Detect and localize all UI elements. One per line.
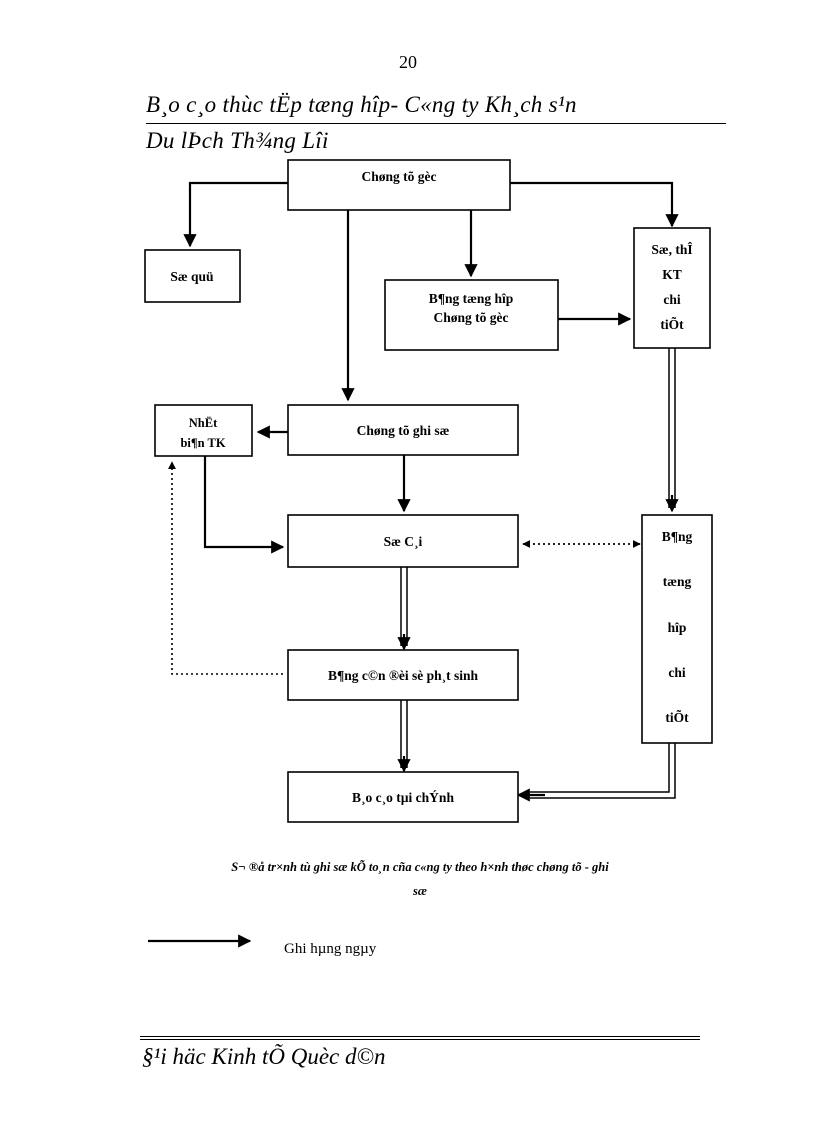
legend-arrow-label: Ghi hµng ngµy (284, 941, 377, 957)
node-so-cai: Sæ C¸i (287, 514, 519, 568)
node-bang-tong-hop-chung-tu-goc-label-2: Chøng tõ gèc (434, 310, 509, 325)
node-so-the-kt-label-4: tiÕt (660, 317, 684, 332)
node-nhat-ky-bien-tk: NhËt bi¶n TK (154, 404, 253, 457)
accounting-flowchart: Chøng tõ gèc Sæ quü B¶ng tæng hîp Chøng … (144, 159, 713, 823)
flowchart-legend: Ghi hµng ngµy (140, 925, 560, 965)
document-title-line-2: Du lÞch Th¾ng Lîi (146, 128, 329, 153)
connector-chungtugoc-to-soquy (183, 181, 288, 248)
connector-chungtugoc-to-sothekt (510, 181, 679, 228)
flowchart-caption-line-1: S¬ ®å tr×nh tù ghi sæ kÕ to¸n cña c«ng t… (231, 860, 609, 874)
node-bang-tong-hop-chi-tiet-label-5: tiÕt (665, 710, 689, 725)
node-so-the-kt-chi-tiet: Sæ, thÎ KT chi tiÕt (633, 227, 711, 349)
legend-arrow-icon (148, 934, 252, 948)
node-so-cai-label: Sæ C¸i (384, 534, 423, 549)
node-chung-tu-ghi-so: Chøng tõ ghi sæ (287, 404, 519, 456)
node-bang-tong-hop-chi-tiet-label-4: chi (668, 665, 686, 680)
node-bang-tong-hop-chung-tu-goc-label-1: B¶ng tæng hîp (429, 291, 514, 306)
node-bang-can-doi-label: B¶ng c©n ®èi sè ph¸t sinh (328, 668, 479, 683)
node-so-quy-label: Sæ quü (170, 269, 214, 284)
footer-divider (140, 1036, 700, 1040)
node-bang-tong-hop-chi-tiet-label-1: B¶ng (662, 529, 693, 544)
node-so-the-kt-label-3: chi (663, 292, 681, 307)
node-so-the-kt-label-1: Sæ, thÎ (651, 242, 692, 257)
flowchart-caption: S¬ ®å tr×nh tù ghi sæ kÕ to¸n cña c«ng t… (140, 855, 700, 903)
page-number: 20 (399, 52, 417, 72)
document-title: B¸o c¸o thùc tËp tæng hîp- C«ng ty Kh¸ch… (146, 88, 726, 158)
connector-dotted-bangcandoi-to-nhatky (168, 461, 283, 675)
node-chung-tu-goc: Chøng tõ gèc (287, 159, 511, 211)
flowchart-caption-line-2: sæ (413, 884, 427, 898)
document-title-line-1: B¸o c¸o thùc tËp tæng hîp- C«ng ty Kh¸ch… (146, 88, 726, 124)
connector-bangtonghopchitiet-line-b (530, 743, 676, 799)
node-bang-tong-hop-chi-tiet-label-2: tæng (663, 574, 692, 589)
node-bang-tong-hop-chi-tiet: B¶ng tæng hîp chi tiÕt (641, 514, 713, 744)
node-so-quy: Sæ quü (144, 249, 241, 303)
node-nhat-ky-bien-tk-label-1: NhËt (189, 416, 218, 430)
node-bang-tong-hop-chung-tu-goc: B¶ng tæng hîp Chøng tõ gèc (384, 279, 559, 351)
footer-institution: §¹i häc Kinh tÕ Quèc d©n (142, 1044, 386, 1069)
node-bao-cao-tai-chinh: B¸o c¸o tµi chÝnh (287, 771, 519, 823)
node-bao-cao-tai-chinh-label: B¸o c¸o tµi chÝnh (352, 790, 454, 805)
connector-bangtonghopchitiet-line-a (530, 743, 670, 793)
node-chung-tu-ghi-so-label: Chøng tõ ghi sæ (357, 423, 450, 438)
node-bang-can-doi-so-phat-sinh: B¶ng c©n ®èi sè ph¸t sinh (287, 649, 519, 701)
node-so-the-kt-label-2: KT (662, 267, 682, 282)
node-chung-tu-goc-label: Chøng tõ gèc (362, 169, 437, 184)
connector-nhatky-to-socai (203, 456, 285, 554)
node-nhat-ky-bien-tk-label-2: bi¶n TK (180, 436, 225, 450)
node-bang-tong-hop-chi-tiet-label-3: hîp (668, 620, 687, 635)
